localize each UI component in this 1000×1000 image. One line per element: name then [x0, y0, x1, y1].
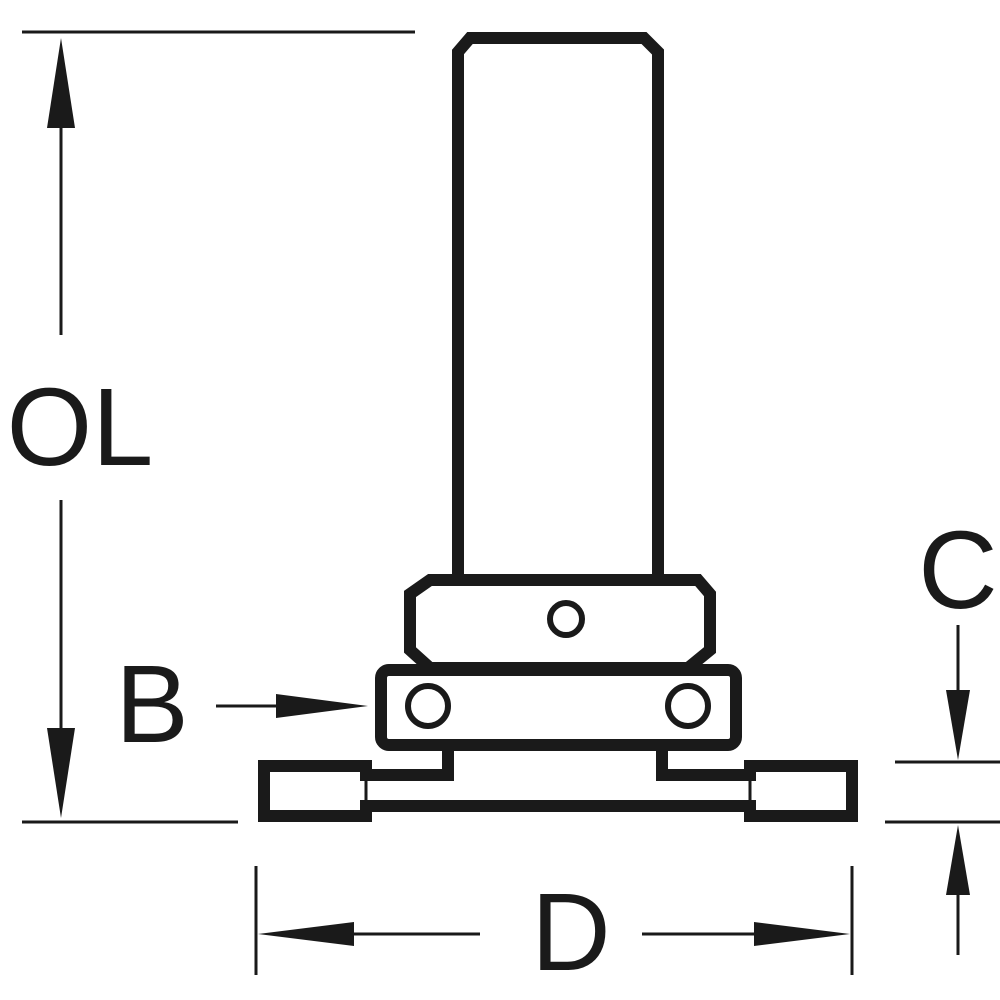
ol-arrow-down	[47, 728, 75, 818]
cutter-disc	[258, 745, 858, 822]
b-dimension: B	[115, 643, 368, 766]
c-arrow-up	[946, 825, 970, 895]
ol-arrow-up	[47, 38, 75, 128]
shank	[452, 32, 664, 580]
bearing-hole-left	[405, 683, 451, 729]
ol-label: OL	[7, 366, 154, 489]
c-dimension: C	[885, 509, 1000, 955]
router-bit	[258, 32, 858, 822]
d-arrow-right	[754, 922, 850, 946]
d-dimension: D	[254, 866, 854, 994]
d-label: D	[531, 871, 610, 994]
b-arrow	[276, 694, 368, 718]
bearing-hole-right	[665, 683, 711, 729]
c-label: C	[918, 509, 997, 632]
arbor-screw-hole	[547, 600, 585, 638]
c-arrow-down	[946, 690, 970, 760]
ol-dimension: OL	[7, 30, 415, 824]
d-arrow-left	[258, 922, 354, 946]
bearing	[375, 664, 742, 751]
b-label: B	[115, 643, 188, 766]
